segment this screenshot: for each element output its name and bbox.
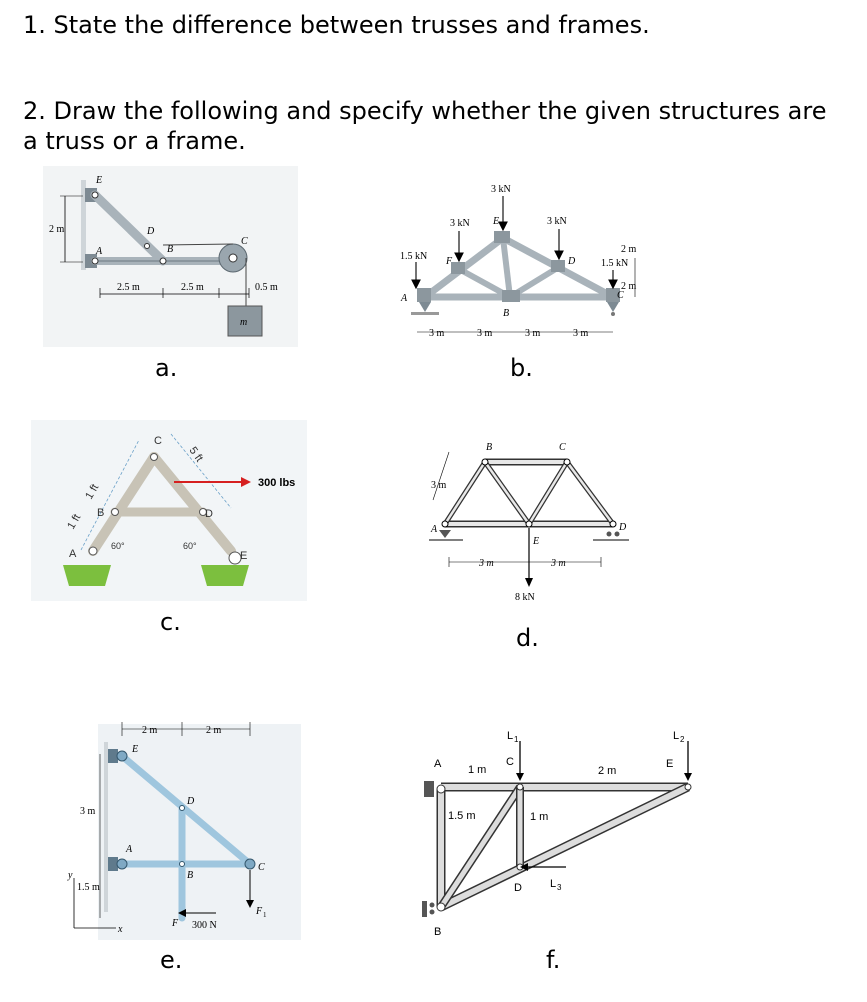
fig-b-s3: 3 m <box>525 328 541 339</box>
fig-d-load: 8 kN <box>515 592 535 603</box>
question-1: 1. State the difference between trusses … <box>23 11 650 39</box>
caption-c: c. <box>160 608 181 636</box>
fig-b-dim-r2: 2 m <box>621 281 637 292</box>
fig-e-y: y <box>67 870 73 881</box>
fig-a-m: m <box>240 317 247 328</box>
fig-c-A: A <box>69 548 77 560</box>
fig-f-L3: L <box>550 878 556 890</box>
fig-a-d3: 0.5 m <box>255 282 278 293</box>
caption-a: a. <box>155 354 178 382</box>
fig-e-E: E <box>131 744 138 755</box>
fig-b-load-top: 3 kN <box>491 184 511 195</box>
fig-d-C: C <box>559 442 566 453</box>
fig-d-B: B <box>486 442 492 453</box>
fig-f-E: E <box>666 758 673 770</box>
fig-b-load-end-left: 1.5 kN <box>400 251 427 262</box>
fig-e-F1-sub: 1 <box>263 911 267 919</box>
fig-c-D: D <box>205 508 213 520</box>
fig-a-A: A <box>95 246 103 257</box>
fig-b-s2: 3 m <box>477 328 493 339</box>
figure-a: 2 m m E D A B C 2.5 m 2.5 m 0.5 m <box>43 166 298 347</box>
fig-f-D: D <box>514 882 522 894</box>
fig-c-force: 300 lbs <box>258 477 295 489</box>
fig-c-a2: 60° <box>183 541 197 551</box>
fig-e-D: D <box>186 796 195 807</box>
fig-f-d4: 1 m <box>530 811 548 823</box>
fig-c-B: B <box>97 507 104 519</box>
fig-e-A: A <box>125 844 133 855</box>
fig-d-A: A <box>430 524 438 535</box>
fig-d-h: 3 m <box>431 480 447 491</box>
fig-a-B: B <box>167 244 173 255</box>
fig-c-C: C <box>154 435 162 447</box>
fig-e-B: B <box>187 870 193 881</box>
fig-e-F: F <box>171 918 179 929</box>
fig-b-load-right: 3 kN <box>547 216 567 227</box>
figure-f: L 1 L 2 L 3 A B C D E 1 m 2 m 1.5 m 1 m <box>416 717 708 941</box>
fig-b-D: D <box>567 256 576 267</box>
figure-d: 3 m 8 kN 3 m 3 m B C A D E <box>393 420 642 614</box>
fig-f-L1: L <box>507 730 513 742</box>
fig-e-F1: F <box>255 906 263 917</box>
fig-f-L3-sub: 3 <box>557 883 562 892</box>
fig-b-s4: 3 m <box>573 328 589 339</box>
fig-e-d2: 2 m <box>206 725 222 736</box>
fig-e-x: x <box>117 924 123 935</box>
fig-b-load-left: 3 kN <box>450 218 470 229</box>
fig-d-s1: 3 m <box>478 558 494 569</box>
caption-d: d. <box>516 624 539 652</box>
question-2: 2. Draw the following and specify whethe… <box>23 97 827 155</box>
caption-f: f. <box>546 946 561 974</box>
fig-a-d1: 2.5 m <box>117 282 140 293</box>
fig-a-h: 2 m <box>49 224 65 235</box>
fig-a-C: C <box>241 236 248 247</box>
fig-f-L2-sub: 2 <box>680 735 685 744</box>
fig-f-B: B <box>434 926 441 938</box>
fig-b-E: E <box>492 216 499 227</box>
fig-b-B: B <box>503 308 509 319</box>
fig-e-C: C <box>258 862 265 873</box>
fig-a-E: E <box>95 175 102 186</box>
fig-b-load-end-right: 1.5 kN <box>601 258 628 269</box>
fig-e-h1: 3 m <box>80 806 96 817</box>
fig-a-D: D <box>146 226 155 237</box>
fig-b-A: A <box>400 293 408 304</box>
figure-e: 2 m 2 m 3 m 1.5 m y x 300 N F 1 E A D B … <box>60 718 301 940</box>
fig-f-L1-sub: 1 <box>514 735 519 744</box>
fig-d-D: D <box>618 522 627 533</box>
fig-c-E: E <box>240 550 247 562</box>
fig-a-d2: 2.5 m <box>181 282 204 293</box>
fig-b-F: F <box>445 256 453 267</box>
fig-f-A: A <box>434 758 442 770</box>
fig-d-E: E <box>532 536 539 547</box>
fig-b-C: C <box>617 290 624 301</box>
fig-b-s1: 3 m <box>429 328 445 339</box>
fig-d-s2: 3 m <box>550 558 566 569</box>
caption-b: b. <box>510 354 533 382</box>
fig-f-d2: 2 m <box>598 765 616 777</box>
fig-f-d1: 1 m <box>468 764 486 776</box>
fig-b-dim-r1: 2 m <box>621 244 637 255</box>
fig-f-d3: 1.5 m <box>448 810 476 822</box>
fig-e-d1: 2 m <box>142 725 158 736</box>
figure-b: 3 kN 3 kN 3 kN 1.5 kN 1.5 kN E F D A B C… <box>363 166 674 347</box>
figure-c: 1 ft 1 ft 5 ft 300 lbs C B D A E 60° 60° <box>31 420 307 601</box>
fig-f-L2: L <box>673 730 679 742</box>
fig-c-a1: 60° <box>111 541 125 551</box>
fig-e-force: 300 N <box>192 920 217 931</box>
fig-e-h2: 1.5 m <box>77 882 100 893</box>
fig-f-C: C <box>506 756 514 768</box>
caption-e: e. <box>160 946 183 974</box>
